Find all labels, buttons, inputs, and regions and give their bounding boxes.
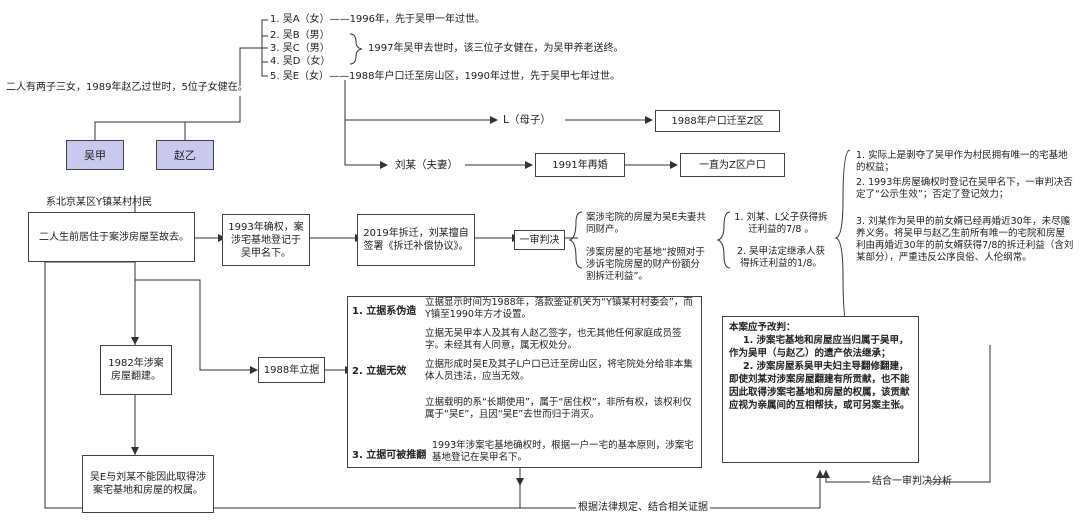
reason-2-item-3: 立据载明的系“长期使用”，属于“居住权”，非所有权，该权利仅属于“吴E”，且因“… [425,397,692,420]
child-wu-a-name: 1. 吴A（女） [270,14,330,25]
l-hukou-box: 1988年户口迁至Z区 [655,110,780,132]
reason-1-title: 1. 立据系伪造 [352,306,417,317]
rebuilt-box: 1982年涉案房屋翻建。 [100,345,172,395]
first-result-1: 1. 刘某、L父子获得拆迁利益的7/8 。 [734,212,828,235]
confirm-box: 1993年确权，案涉宅基地登记于吴甲名下。 [222,214,310,266]
first-result-2: 2. 吴甲法定继承人获得拆迁利益的1/8。 [736,246,826,269]
conclusion-point-2: 2. 涉案房屋系吴甲夫妇主导翻修翻建，即使刘某对涉案房屋翻建有所贡献，也不能因此… [729,361,910,411]
critique-1: 1. 实际上是剥夺了吴甲作为村民拥有唯一的宅基地的权益； [856,150,1068,173]
child-wu-c: 3. 吴C（男） [270,43,330,54]
l-label: L（母子） [503,114,551,126]
child-wu-d: 4. 吴D（女） [270,56,331,67]
reason-2-item-1: 立据无吴甲本人及其有人赵乙签字，也无其他任何家庭成员签字。未经其有人同意，属无权… [425,328,682,351]
first-instance-box: 一审判决 [514,230,565,250]
critique-3: 3. 刘某作为吴甲的前女婿已经再婚近30年，未尽赡养义务。将吴甲与赵乙生前所有唯… [856,216,1074,263]
critique-2: 2. 1993年房屋确权时登记在吴甲名下，一审判决否定了“公示生效”；否定了登记… [856,177,1073,200]
child-wu-e: 5. 吴E（女）——1988年户口迁至房山区，1990年过世，先于吴甲七年过世。 [270,71,620,83]
conclusion-title: 本案应予改判： [729,322,796,333]
bcd-note: 1997年吴甲去世时，该三位子女健在，为吴甲养老送终。 [368,43,624,54]
liu-label: 刘某（夫妻） [395,159,458,171]
reason-3-text: 1993年涉案宅基地确权时，根据一户一宅的基本原则，涉案宅基地登记在吴甲名下。 [432,440,694,463]
child-wu-a: 1. 吴A（女）——1996年，先于吴甲一年过世。 [270,14,485,26]
person-wu-jia: 吴甲 [66,140,124,170]
child-wu-a-note: ——1996年，先于吴甲一年过世。 [329,14,486,25]
child-wu-b: 2. 吴B（男） [270,30,330,41]
liu-hukou-box: 一直为Z区户口 [680,153,785,177]
first-note-1: 案涉宅院的房屋为吴E夫妻共同财产。 [586,212,707,235]
demolish-box: 2019年拆迁，刘某擅自签署《拆迁补偿协议》。 [357,214,475,266]
child-wu-e-note: ——1988年户口迁至房山区，1990年过世，先于吴甲七年过世。 [329,71,620,82]
liu-remarry-box: 1991年再婚 [535,153,625,177]
reason-2-item-2: 立据形成时吴E及其子L户口已迁至房山区，将宅院处分给非本集体人员违法，应当无效。 [425,359,693,382]
conclusion-box: 本案应予改判： 1. 涉案宅基地和房屋应当归属于吴甲，作为吴甲（与赵乙）的遗产依… [722,316,919,463]
family-note: 二人有两子三女，1989年赵乙过世时，5位子女健在。 [6,82,248,93]
reason-2-title: 2. 立据无效 [352,366,407,377]
reason-1-text: 立据显示时间为1988年，落款鉴证机关为“Y镇某村村委会”，而Y镇至1990年方… [425,297,693,320]
reasons-group [347,296,702,468]
live-box: 二人生前居住于案涉房屋至故去。 [28,212,195,262]
villager-note: 系北京某区Y镇某村村民 [46,197,153,208]
bottom-label: 根据法律规定、结合相关证据 [576,502,710,514]
forged-box: 1988年立据 [258,357,325,383]
person-zhao-yi: 赵乙 [156,140,214,170]
reason-3-title: 3. 立据可被推翻 [352,450,427,461]
conclusion-point-1: 1. 涉案宅基地和房屋应当归属于吴甲，作为吴甲（与赵乙）的遗产依法继承； [729,335,909,359]
child-wu-e-name: 5. 吴E（女） [270,71,330,82]
cannot-box: 吴E与刘某不能因此取得涉案宅基地和房屋的权属。 [82,455,214,513]
combine-label: 结合一审判决分析 [872,476,952,487]
first-note-2: 涉案房屋的宅基地“按照对于涉诉宅院房屋的财产份额分割拆迁利益”。 [586,247,705,282]
